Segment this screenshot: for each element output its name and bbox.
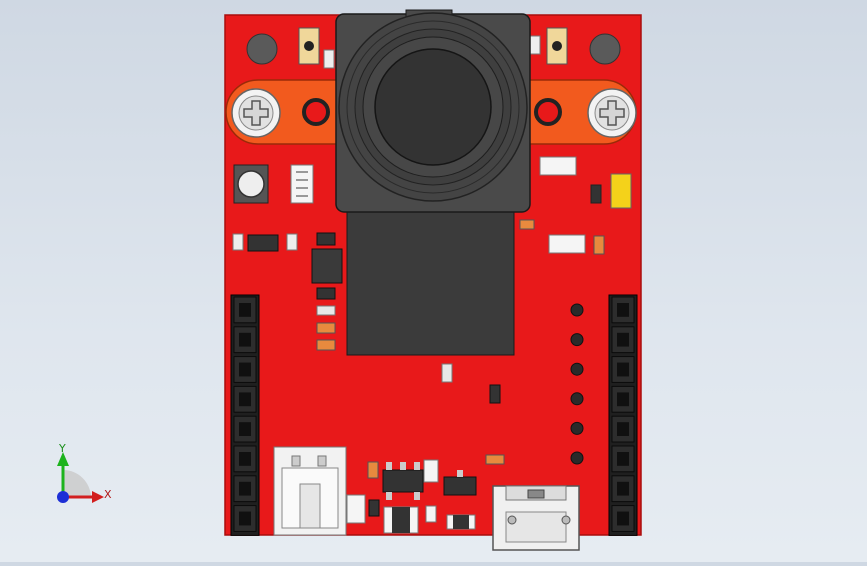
axis-triad [57, 452, 104, 503]
right-header-pin-hole [617, 422, 629, 436]
ic-chip-left [290, 164, 314, 204]
top-pad-right [546, 27, 568, 65]
smd-capacitor-top [519, 219, 535, 230]
left-header-pin-hole [239, 481, 251, 496]
smd-res-col-1 [316, 305, 336, 316]
right-header-pin-hole [617, 332, 629, 347]
inductor [311, 248, 343, 284]
smd-diode-mid [489, 384, 501, 404]
right-header-pin-hole [617, 511, 629, 526]
smd-resistor-top-left [323, 49, 335, 69]
smd-cap-bottom-3 [346, 494, 366, 524]
smd-diode-bottom [446, 514, 476, 530]
sot23-regulator [232, 233, 298, 252]
mounting-hole-left [246, 33, 278, 65]
test-pad [570, 451, 584, 465]
left-pin-header[interactable] [230, 294, 260, 536]
left-header-pin-hole [239, 332, 251, 347]
smd-component-right [590, 184, 602, 204]
smd-capacitor-right [593, 235, 605, 255]
mounting-hole-right [589, 33, 621, 65]
right-header-pin-hole [617, 392, 629, 407]
right-header-pin-hole [617, 481, 629, 496]
bracket-hole-left [302, 98, 330, 126]
smd-res-col-3 [316, 339, 336, 351]
smd-cap-col-1 [316, 232, 336, 246]
jst-battery-connector[interactable] [273, 446, 347, 536]
tantalum-capacitor [610, 173, 632, 209]
smd-comp-bottom-4 [368, 499, 380, 517]
left-header-pin-hole [239, 511, 251, 526]
test-pad [570, 333, 584, 347]
smd-res-col-2 [316, 322, 336, 334]
test-pad [570, 392, 584, 406]
left-header-pin-hole [239, 452, 251, 466]
smd-cap-bottom-1 [367, 461, 379, 479]
smd-resistor-top-right [529, 35, 541, 55]
camera-lens-icon [374, 48, 492, 166]
axis-y-label: Y [58, 442, 66, 455]
resistor-array-top [539, 156, 577, 176]
bracket-hole-right [534, 98, 562, 126]
smd-inductor-bottom [383, 506, 419, 534]
smd-cap-bottom-5 [425, 505, 437, 523]
smd-cap-col-2 [316, 287, 336, 300]
test-pad-column [570, 303, 584, 465]
test-pad [570, 421, 584, 435]
left-header-pin-hole [239, 422, 251, 436]
smd-cap-bottom-2 [423, 459, 439, 483]
tactile-button-icon[interactable] [233, 164, 269, 204]
smd-res-bottom [485, 454, 505, 465]
micro-usb-icon[interactable] [492, 485, 580, 551]
right-header-pin-hole [617, 362, 629, 377]
left-header-pin-hole [239, 362, 251, 377]
resistor-array-mid [548, 234, 586, 254]
top-pad-left [298, 27, 320, 65]
smd-resistor-mid [441, 363, 453, 383]
test-pad [570, 303, 584, 317]
left-header-pin-hole [239, 303, 251, 317]
screw-icon [587, 88, 637, 138]
right-header-pin-hole [617, 452, 629, 466]
axis-x-label: X [104, 488, 112, 501]
test-pad [570, 362, 584, 376]
screw-icon [231, 88, 281, 138]
sot23-transistor [443, 470, 477, 496]
sot23-5-ic [382, 462, 424, 500]
right-pin-header[interactable] [608, 294, 638, 536]
camera-sensor-board [346, 199, 515, 356]
left-header-pin-hole [239, 392, 251, 407]
right-header-pin-hole [617, 303, 629, 317]
